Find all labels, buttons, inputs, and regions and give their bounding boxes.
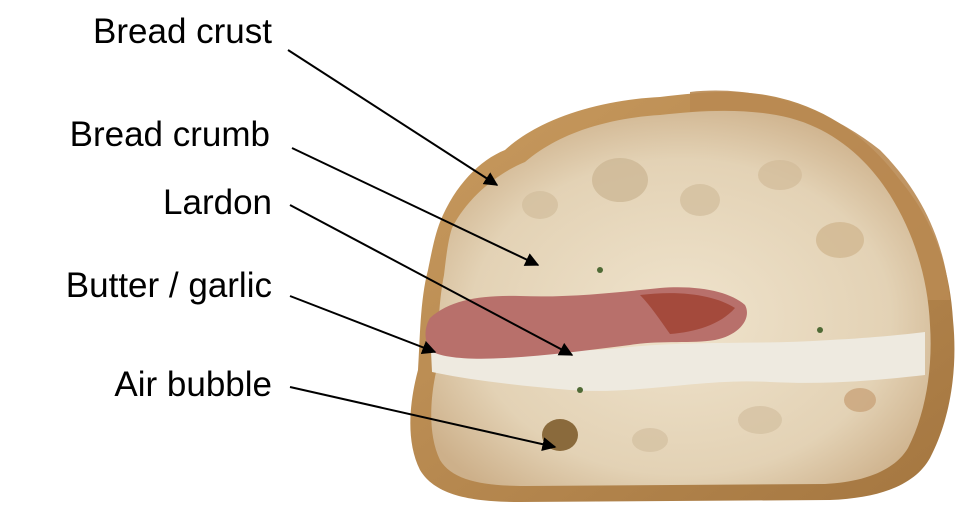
herb-fleck <box>577 387 583 393</box>
crumb-hole <box>522 191 558 219</box>
pointer-crust <box>288 50 497 185</box>
herb-fleck <box>597 267 603 273</box>
crumb-hole <box>592 158 648 202</box>
crumb-hole <box>632 428 668 452</box>
crumb-hole <box>758 160 802 190</box>
label-bread-crust: Bread crust <box>93 12 272 52</box>
crumb-hole <box>816 222 864 258</box>
pointer-butter-garlic <box>290 296 435 352</box>
label-air-bubble: Air bubble <box>114 365 272 405</box>
crumb-hole <box>844 388 876 412</box>
label-lardon: Lardon <box>163 183 272 223</box>
crumb-hole <box>738 406 782 434</box>
crumb-hole <box>680 184 720 216</box>
label-bread-crumb: Bread crumb <box>70 115 270 155</box>
label-butter-garlic: Butter / garlic <box>66 266 272 306</box>
herb-fleck <box>817 327 823 333</box>
